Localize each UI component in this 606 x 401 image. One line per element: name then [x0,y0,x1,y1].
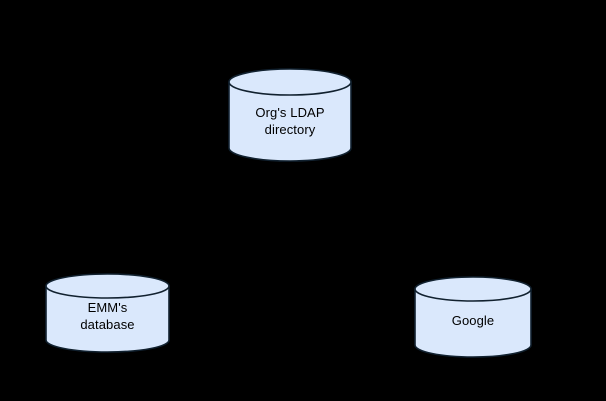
node-org-ldap-directory[interactable]: Org's LDAP directory [228,68,352,162]
node-google[interactable]: Google [414,276,532,358]
node-emm-database[interactable]: EMM's database [45,273,170,353]
cylinder-shape-icon [45,273,170,353]
cylinder-shape-icon [228,68,352,162]
cylinder-shape-icon [414,276,532,358]
